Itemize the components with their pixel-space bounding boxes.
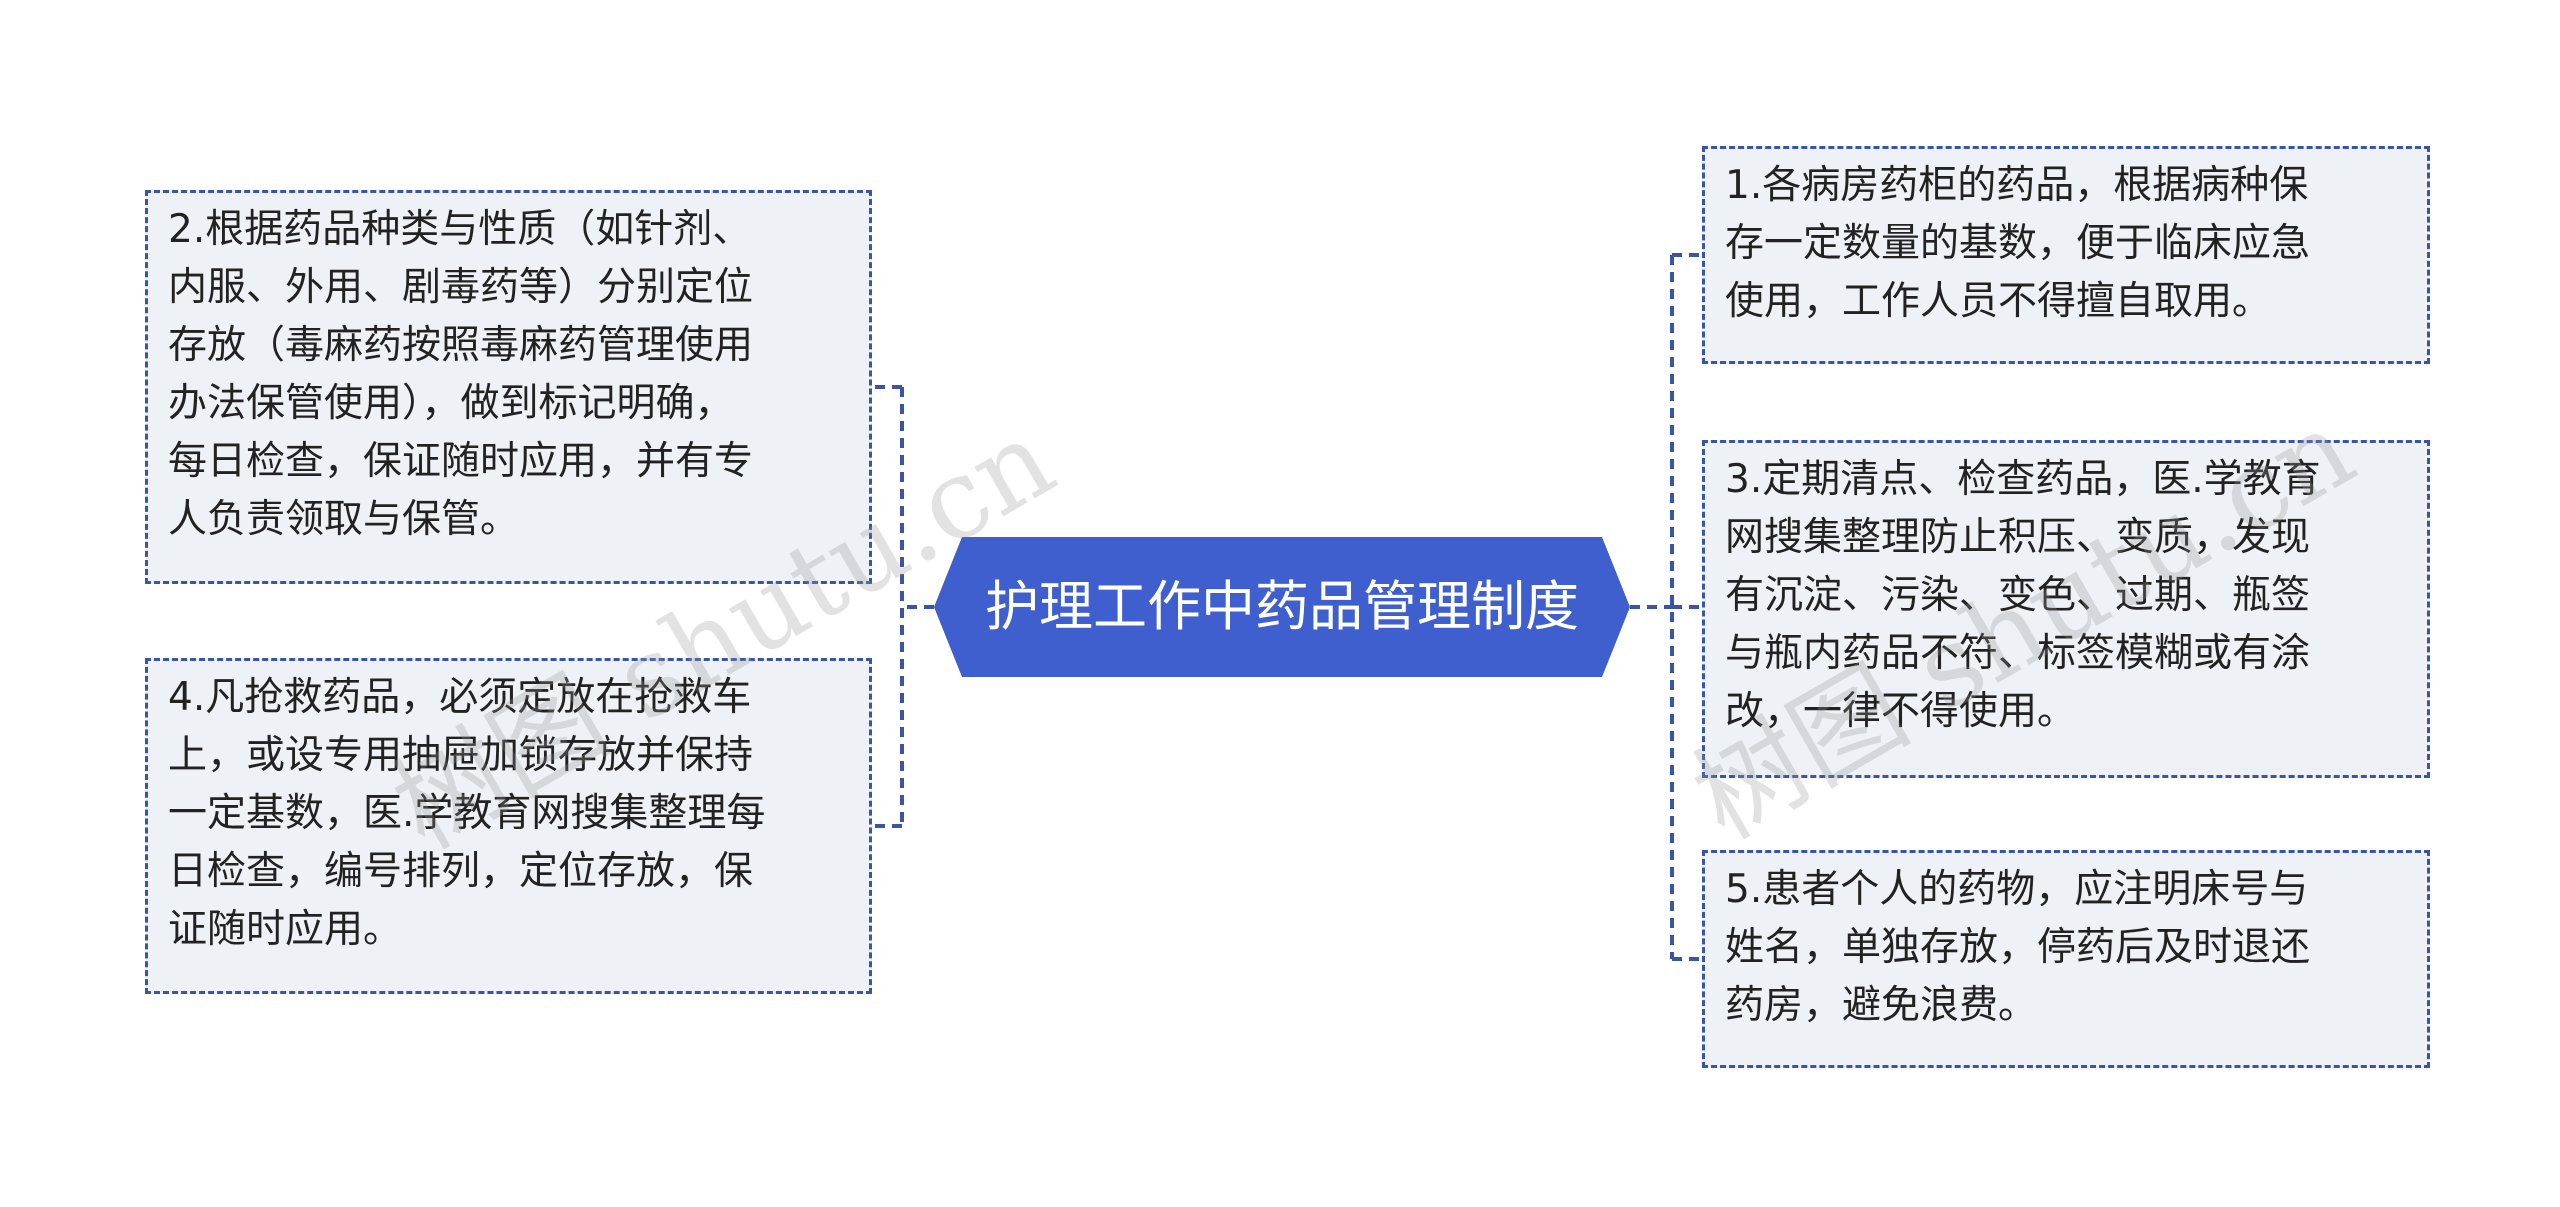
topic-node-4[interactable]: 4.凡抢救药品，必须定放在抢救车 上，或设专用抽屉加锁存放并保持 一定基数，医.…: [145, 658, 872, 994]
node-text-line: 2.根据药品种类与性质（如针剂、: [168, 207, 752, 252]
node-text-line: 办法保管使用），做到标记明确，: [168, 381, 734, 426]
node-text-line: 证随时应用。: [168, 907, 403, 952]
topic-node-5[interactable]: 5.患者个人的药物，应注明床号与 姓名，单独存放，停药后及时退还 药房，避免浪费…: [1702, 850, 2430, 1068]
node-text-line: 一定基数，医.学教育网搜集整理每: [168, 791, 766, 836]
topic-node-2[interactable]: 2.根据药品种类与性质（如针剂、 内服、外用、剧毒药等）分别定位 存放（毒麻药按…: [145, 190, 872, 584]
node-text-line: 1.各病房药柜的药品，根据病种保: [1725, 163, 2309, 208]
central-topic-shape: [934, 537, 1630, 677]
node-text-line: 药房，避免浪费。: [1725, 983, 2038, 1028]
node-text-line: 网搜集整理防止积压、变质，发现: [1725, 515, 2311, 560]
topic-node-3[interactable]: 3.定期清点、检查药品，医.学教育 网搜集整理防止积压、变质，发现 有沉淀、污染…: [1702, 440, 2430, 778]
node-text-line: 3.定期清点、检查药品，医.学教育: [1725, 457, 2321, 502]
node-text-line: 4.凡抢救药品，必须定放在抢救车: [168, 675, 752, 720]
node-text-line: 有沉淀、污染、变色、过期、瓶签: [1725, 573, 2311, 618]
node-text-line: 每日检查，保证随时应用，并有专: [168, 439, 754, 484]
node-text-line: 上，或设专用抽屉加锁存放并保持: [168, 733, 754, 778]
node-text-line: 内服、外用、剧毒药等）分别定位: [168, 265, 754, 310]
node-text-line: 改，一律不得使用。: [1725, 689, 2077, 734]
node-text-line: 与瓶内药品不符、标签模糊或有涂: [1725, 631, 2311, 676]
central-topic-node[interactable]: 护理工作中药品管理制度: [934, 537, 1630, 677]
node-text-line: 存一定数量的基数，便于临床应急: [1725, 221, 2311, 266]
node-text-line: 人负责领取与保管。: [168, 497, 520, 542]
node-text-line: 使用，工作人员不得擅自取用。: [1725, 279, 2272, 324]
node-text-line: 5.患者个人的药物，应注明床号与: [1725, 867, 2309, 912]
topic-node-1[interactable]: 1.各病房药柜的药品，根据病种保 存一定数量的基数，便于临床应急 使用，工作人员…: [1702, 146, 2430, 364]
node-text-line: 存放（毒麻药按照毒麻药管理使用: [168, 323, 754, 368]
node-text-line: 姓名，单独存放，停药后及时退还: [1725, 925, 2311, 970]
central-topic-title: 护理工作中药品管理制度: [985, 575, 1579, 638]
node-text-line: 日检查，编号排列，定位存放，保: [168, 849, 754, 894]
